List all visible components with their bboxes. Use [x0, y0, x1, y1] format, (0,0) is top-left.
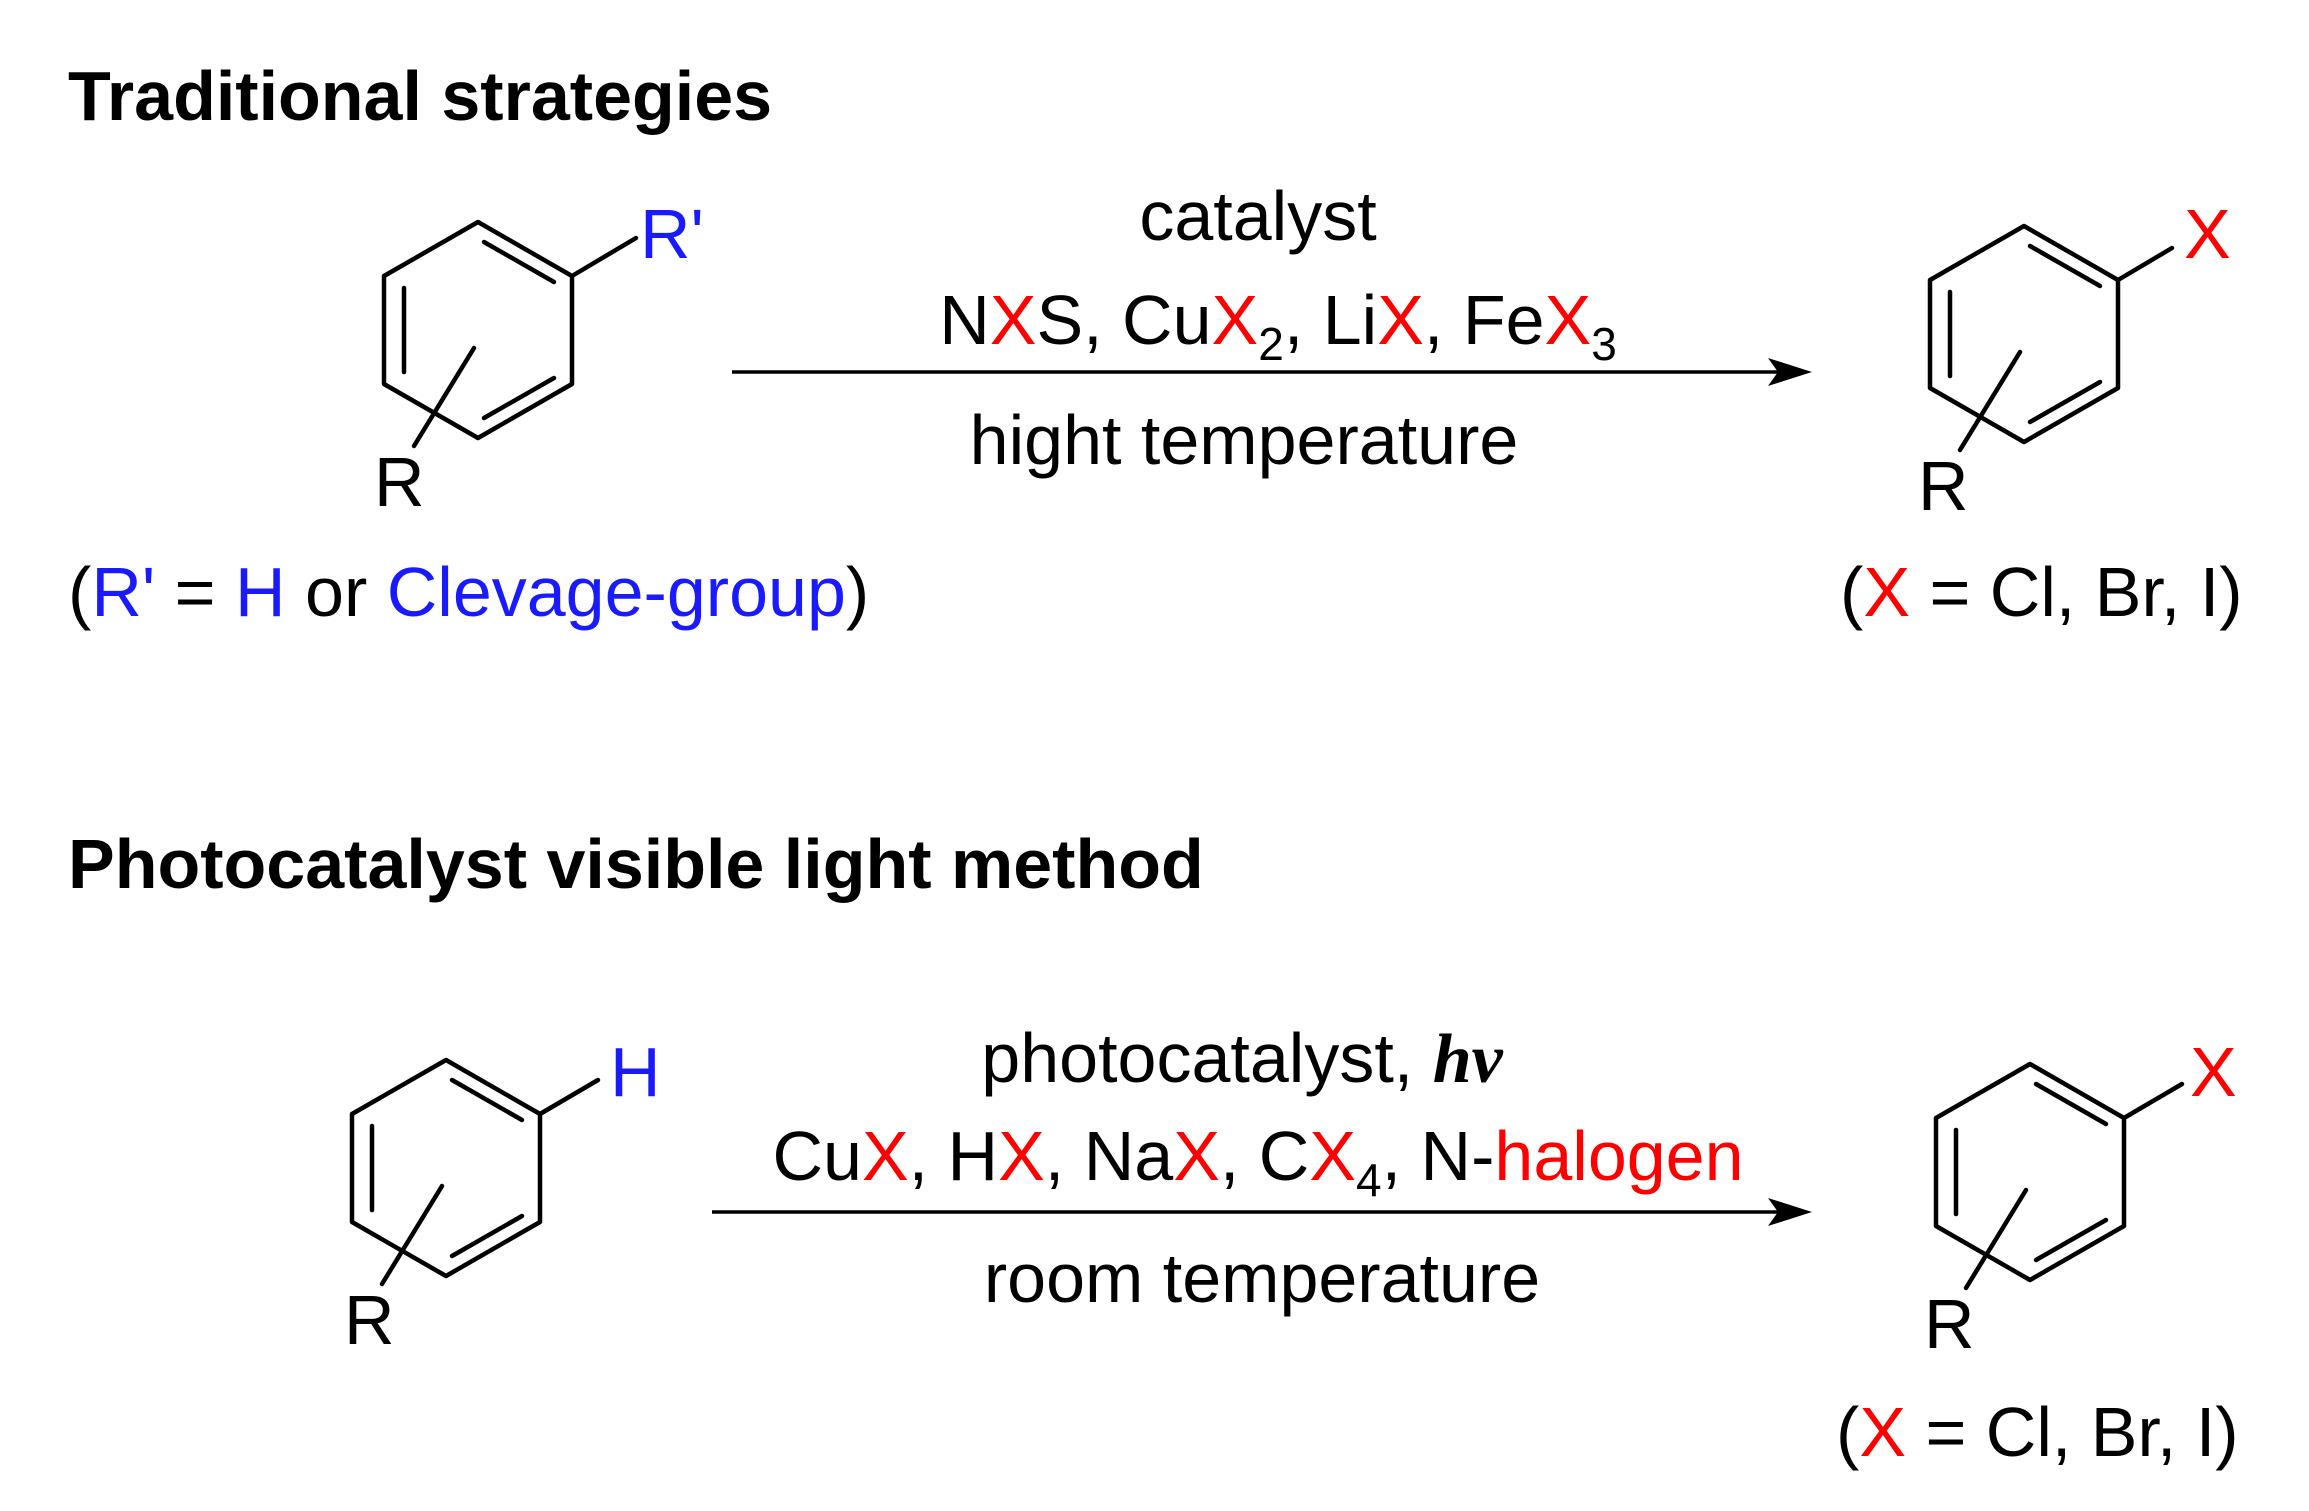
reactant-substituent-label: R' [640, 195, 704, 273]
product-substituent-label-photo: X [2190, 1033, 2237, 1111]
product-ring-r-label-photo: R [1924, 1285, 1975, 1363]
conditions-line1-photo: photocatalyst, hv [981, 1019, 1503, 1098]
reaction-arrow-traditional [732, 358, 1812, 386]
section-heading-traditional: Traditional strategies [68, 57, 772, 135]
product-benzene-photo [1933, 1061, 2185, 1291]
reaction-arrow-photo [712, 1198, 1812, 1226]
product-substituent-label: X [2184, 195, 2231, 273]
reactant-benzene-photo [349, 1057, 601, 1287]
product-note-traditional: (X = Cl, Br, I) [1840, 553, 2243, 631]
reactant-ring-r-label: R [374, 443, 425, 521]
conditions-line3-traditional: hight temperature [970, 401, 1519, 479]
conditions-line3-photo: room temperature [984, 1239, 1540, 1317]
conditions-line2-traditional: NXS, CuX2, LiX, FeX3 [939, 281, 1617, 370]
product-ring-r-label: R [1918, 447, 1969, 525]
reactant-benzene-traditional [381, 219, 639, 449]
reactant-note: (R' = H or Clevage-group) [68, 553, 869, 631]
product-note-photo: (X = Cl, Br, I) [1836, 1393, 2239, 1471]
product-benzene-traditional [1927, 223, 2175, 453]
conditions-line1-traditional: catalyst [1139, 177, 1376, 255]
reactant-ring-r-label-photo: R [344, 1281, 395, 1359]
conditions-line2-photo: CuX, HX, NaX, CX4, N-halogen [772, 1117, 1743, 1206]
reactant-substituent-label-photo: H [610, 1033, 661, 1111]
section-heading-photocatalyst: Photocatalyst visible light method [68, 825, 1204, 903]
